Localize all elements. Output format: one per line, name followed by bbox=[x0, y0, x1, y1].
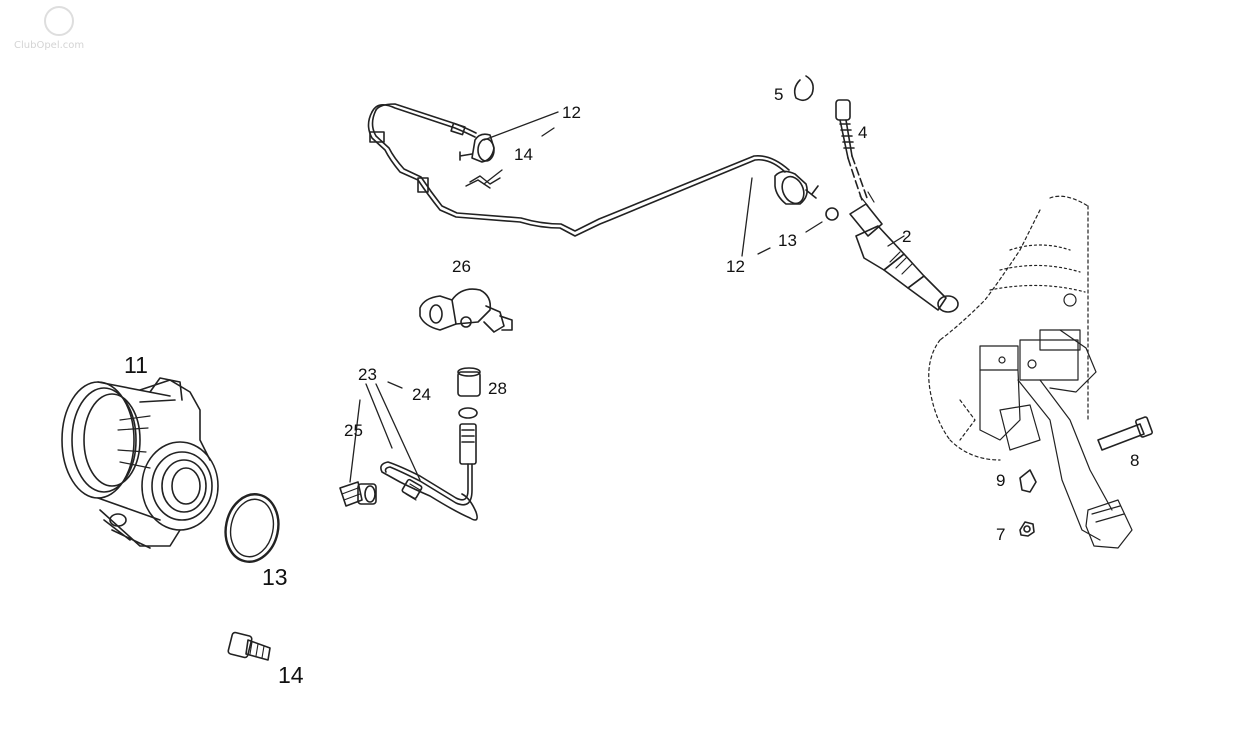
callout-13-lower: 13 bbox=[262, 564, 288, 590]
watermark: ClubOpel.com bbox=[14, 40, 85, 51]
callout-2: 2 bbox=[902, 227, 912, 246]
pedal-assembly bbox=[928, 195, 1133, 549]
flexible-hose bbox=[835, 99, 868, 201]
callout-8: 8 bbox=[1130, 451, 1140, 470]
brand-logo-icon bbox=[44, 6, 74, 36]
callout-4: 4 bbox=[858, 123, 868, 142]
pipe-connector-26 bbox=[419, 288, 513, 333]
leader-lines bbox=[349, 111, 905, 483]
callout-9: 9 bbox=[996, 471, 1006, 490]
callout-25: 25 bbox=[344, 421, 363, 440]
screw-14 bbox=[227, 631, 271, 661]
bleed-cap-28 bbox=[457, 367, 481, 397]
slave-pipe-23 bbox=[380, 423, 478, 521]
hydraulic-pipe bbox=[367, 103, 790, 237]
pipe-connector-right bbox=[774, 170, 819, 205]
seal-ring-13-upper bbox=[825, 207, 839, 221]
bleed-screw-25 bbox=[339, 481, 377, 507]
seal-ring-13-lower bbox=[224, 493, 280, 563]
clip-9 bbox=[1019, 469, 1037, 493]
callout-5: 5 bbox=[774, 85, 784, 104]
clutch-master-cylinder bbox=[849, 191, 959, 313]
seal-24 bbox=[458, 407, 478, 419]
concentric-slave-cylinder-11 bbox=[61, 377, 219, 549]
retaining-clip-5 bbox=[793, 75, 814, 102]
callout-14-upper: 14 bbox=[514, 145, 533, 164]
callout-23: 23 bbox=[358, 365, 377, 384]
nut-7 bbox=[1019, 521, 1035, 537]
callout-7: 7 bbox=[996, 525, 1006, 544]
callout-26: 26 bbox=[452, 257, 471, 276]
callout-11: 11 bbox=[124, 352, 148, 378]
pedal-bolt-8 bbox=[1097, 416, 1153, 451]
callout-12-lower: 12 bbox=[726, 257, 745, 276]
pipe-connector-upper bbox=[459, 133, 501, 189]
callout-14-lower: 14 bbox=[278, 662, 304, 688]
callout-24: 24 bbox=[412, 385, 431, 404]
callout-28: 28 bbox=[488, 379, 507, 398]
callout-13-upper: 13 bbox=[778, 231, 797, 250]
callout-12-upper: 12 bbox=[562, 103, 581, 122]
